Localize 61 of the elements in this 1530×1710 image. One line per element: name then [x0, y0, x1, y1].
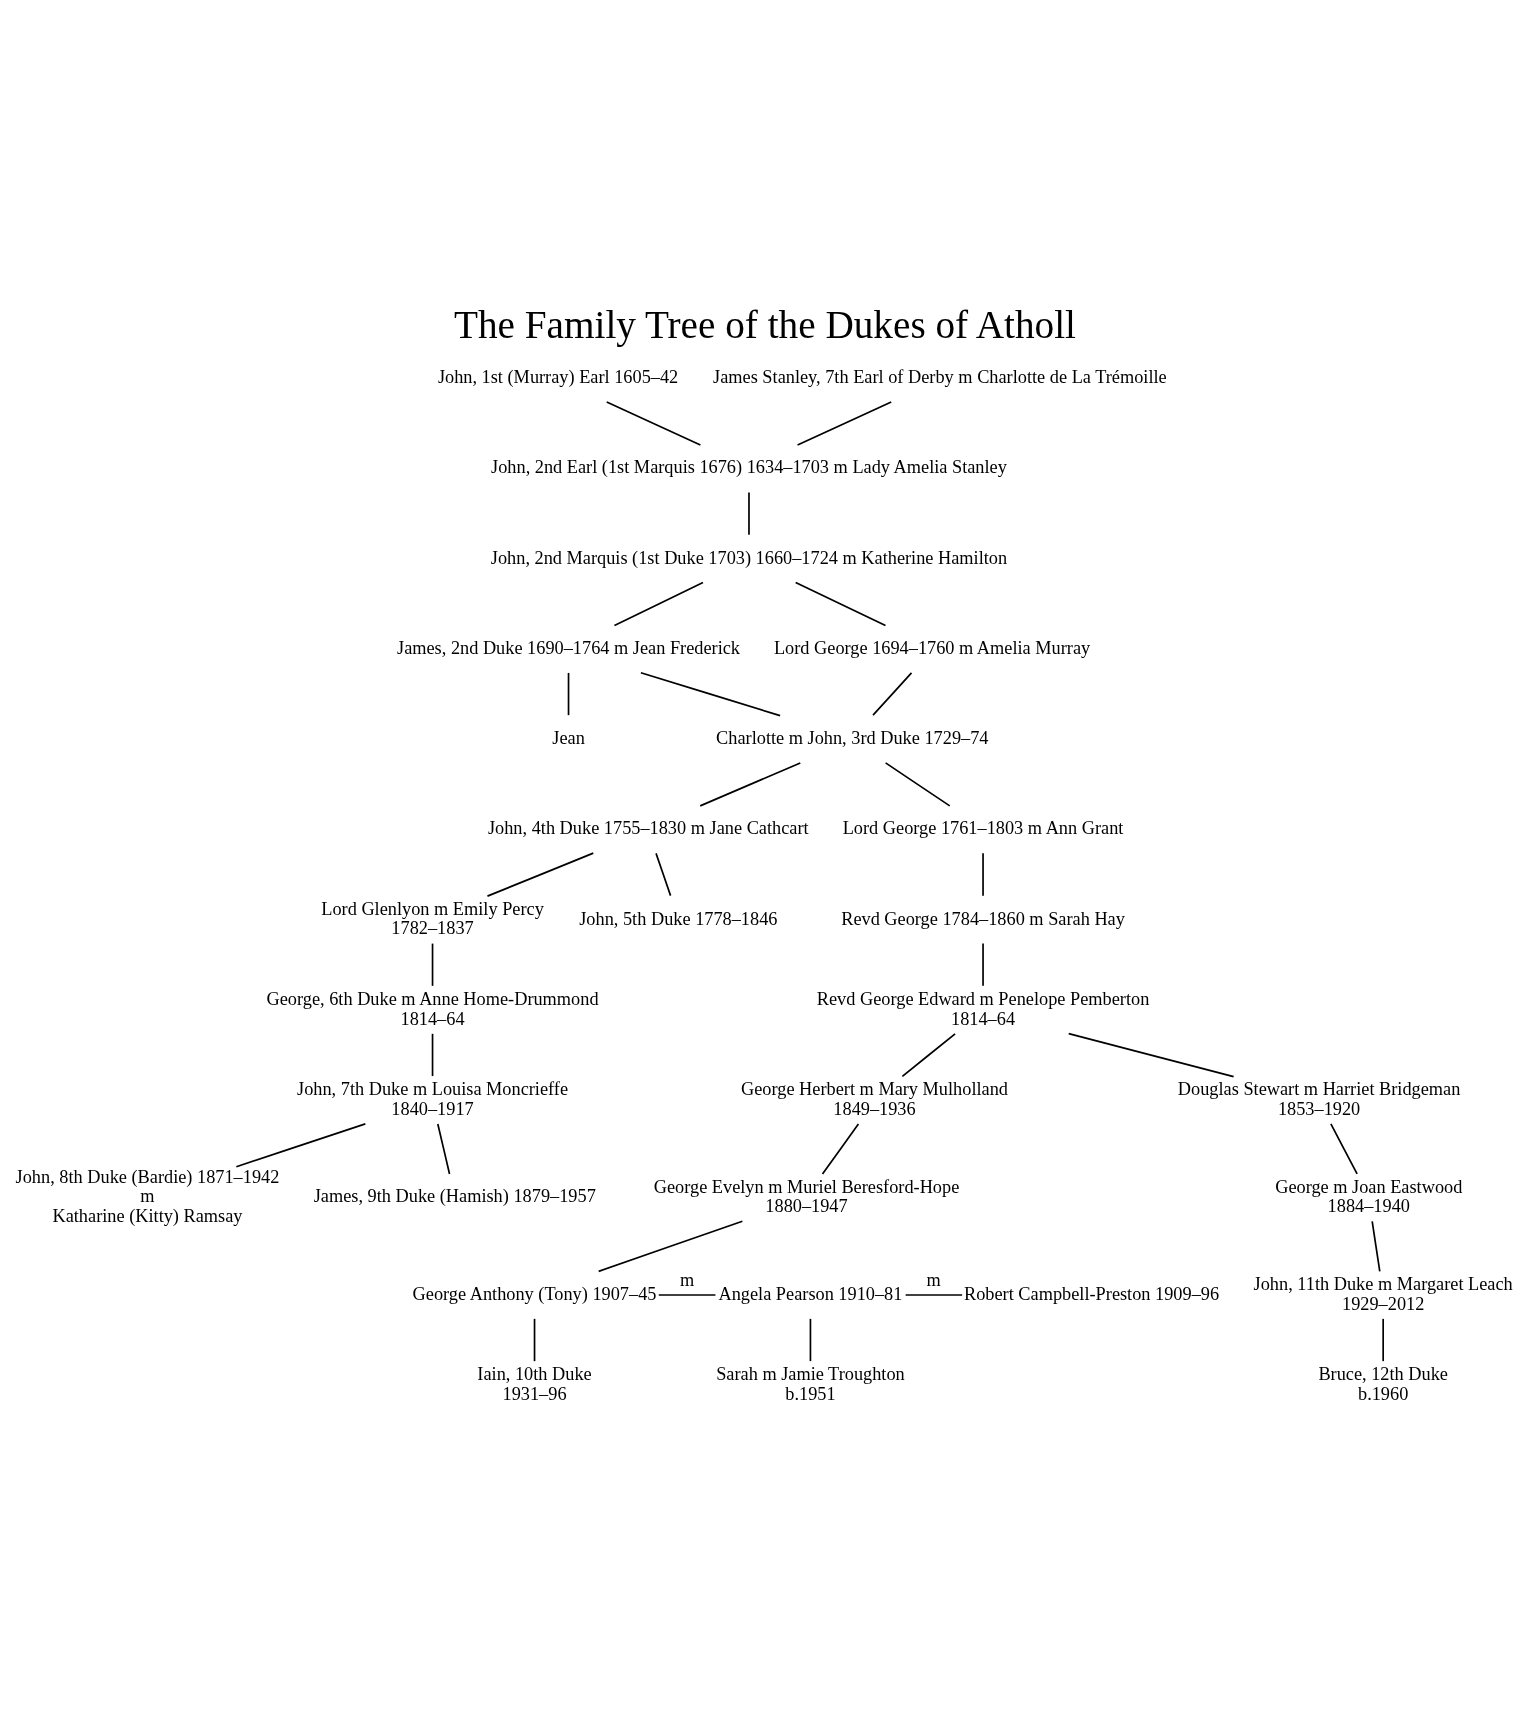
connector [884, 762, 951, 807]
node-text: Sarah m Jamie Troughton b.1951 [716, 1364, 905, 1404]
connector [567, 672, 570, 717]
node-text: George Evelyn m Muriel Beresford-Hope 1880–1947 [653, 1176, 960, 1217]
node-text: Lord George 1694–1760 m Amelia Murray [773, 637, 1091, 658]
connector [431, 1032, 434, 1077]
node-text: Revd George Edward m Penelope Pemberton 1814–64 [816, 988, 1150, 1029]
node-text: George m Joan Eastwood 1884–1940 [1275, 1176, 1463, 1217]
node-text: George, 6th Duke m Anne Home-Drummond 1814–64 [266, 988, 599, 1029]
connector [640, 671, 781, 717]
connector [982, 852, 984, 897]
node-text: James Stanley, 7th Earl of Derby m Charlotte de La Trémoille [713, 367, 1167, 388]
connector [1067, 1032, 1235, 1078]
node-text: John, 2nd Marquis (1st Duke 1703) 1660–1724 m Katherine Hamilton [490, 547, 1008, 568]
node-text: John, 2nd Earl (1st Marquis 1676) 1634–1703 m Lady Amelia Stanley [491, 457, 1007, 478]
connector [486, 852, 595, 897]
node-text: John, 7th Duke m Louisa Moncrieffe 1840–1917 [297, 1079, 569, 1119]
node-text: Jean [552, 728, 585, 749]
diagram-title: The Family Tree of the Dukes of Atholl [453, 302, 1077, 346]
connector [1371, 1220, 1381, 1273]
node-text: James, 9th Duke (Hamish) 1879–1957 [313, 1186, 596, 1207]
connector [597, 1220, 744, 1273]
connector [431, 942, 434, 987]
connector [794, 581, 887, 627]
node-text: Douglas Stewart m Harriet Bridgeman 1853–1920 [1177, 1079, 1461, 1119]
node-text: George Herbert m Mary Mulholland 1849–1936 [741, 1079, 1008, 1119]
node-text: Lord Glenlyon m Emily Percy 1782–1837 [321, 898, 544, 939]
node-text: Charlotte m John, 3rd Duke 1729–74 [716, 728, 989, 749]
connector [872, 672, 913, 717]
connector [655, 852, 672, 897]
node-text: Bruce, 12th Duke b.1960 [1318, 1364, 1448, 1404]
node-text: Robert Campbell-Preston 1909–96 [964, 1283, 1220, 1304]
connector [904, 1294, 963, 1296]
edge-label: m [926, 1270, 941, 1291]
edge-label: m [680, 1270, 695, 1291]
node-text: Revd George 1784–1860 m Sarah Hay [841, 908, 1125, 929]
connector [533, 1318, 536, 1362]
connector [809, 1318, 812, 1362]
connector [748, 491, 750, 536]
connector [1382, 1318, 1384, 1362]
node-text: Lord George 1761–1803 m Ann Grant [842, 818, 1124, 839]
node-text: John, 4th Duke 1755–1830 m Jane Cathcart [487, 818, 809, 839]
node-text: George Anthony (Tony) 1907–45 [412, 1283, 657, 1304]
connector [235, 1123, 367, 1168]
connector [796, 401, 893, 446]
node-text: Iain, 10th Duke 1931–96 [477, 1364, 592, 1404]
node-text: John, 11th Duke m Margaret Leach 1929–2012 [1253, 1274, 1513, 1314]
connector [613, 581, 704, 627]
connector [699, 762, 802, 807]
connector [982, 942, 984, 987]
node-text: James, 2nd Duke 1690–1764 m Jean Frederick [397, 637, 741, 658]
node-text: John, 8th Duke (Bardie) 1871–1942 m Katharine (Kitty) Ramsay [15, 1166, 280, 1227]
node-text: John, 5th Duke 1778–1846 [579, 908, 778, 929]
connector [901, 1032, 956, 1078]
connector [821, 1123, 860, 1175]
connector [605, 401, 702, 446]
node-text: John, 1st (Murray) Earl 1605–42 [437, 367, 679, 388]
node-text: Angela Pearson 1910–81 [718, 1283, 903, 1304]
connector [1330, 1123, 1358, 1175]
connector [436, 1123, 451, 1175]
connector [657, 1294, 717, 1296]
